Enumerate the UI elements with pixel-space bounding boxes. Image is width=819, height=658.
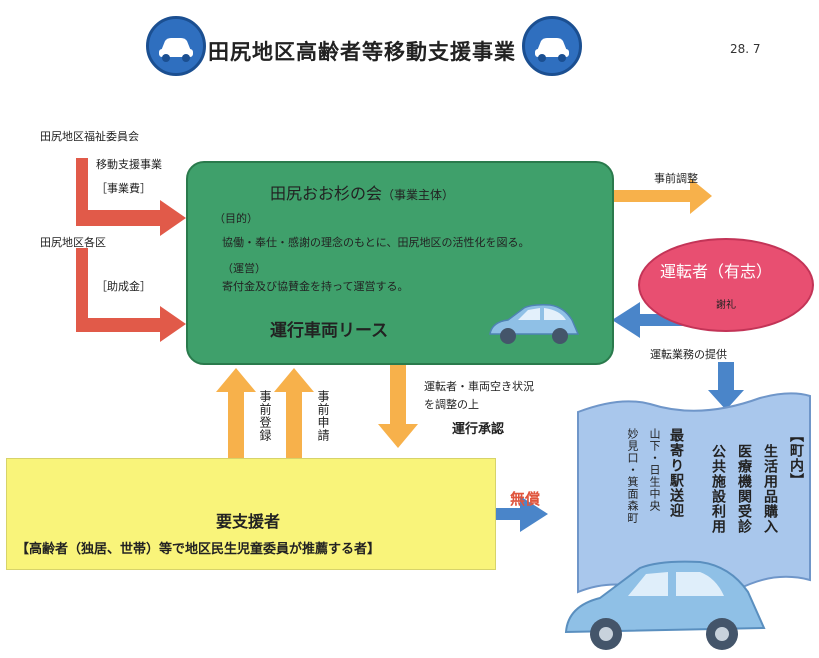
coordination-label-2: を調整の上 (424, 398, 479, 411)
coordination-label: 運転者・車両空き状況 (424, 380, 534, 393)
apply-arrow (274, 368, 314, 458)
advance-label: 事前調整 (654, 172, 698, 185)
free-label: 無償 (510, 490, 541, 508)
page-title: 田尻地区高齢者等移動支援事業 (208, 40, 516, 64)
destination-item: 最寄り駅送迎 (668, 428, 684, 518)
funding-arrow-1 (76, 158, 186, 236)
project-label: 移動支援事業 (96, 158, 162, 171)
purpose-heading: （目的） (214, 212, 258, 225)
advance-arrow (612, 178, 712, 214)
target-box (6, 458, 496, 570)
car-icon (159, 38, 193, 62)
destination-item: 公共施設利用 (710, 444, 726, 534)
approval-arrow (378, 364, 418, 448)
driver-reward: 謝礼 (716, 300, 736, 311)
car-icon (489, 304, 580, 344)
driver-ellipse (638, 238, 814, 332)
driving-service-label: 運転業務の提供 (650, 348, 727, 361)
destination-item: 医療機関受診 (736, 444, 752, 534)
destination-item: 生活用品購入 (762, 444, 778, 534)
station-item: 山下・日生中央 (648, 428, 661, 512)
ops-text: 寄付金及び協賛金を持って運営する。 (222, 280, 409, 293)
date: 28. 7 (730, 42, 761, 56)
org-title: 田尻おお杉の会（事業主体） (270, 180, 454, 204)
register-arrow (216, 368, 256, 458)
car-badge-right (522, 16, 582, 76)
pre-apply-label: 事前申請 (316, 390, 330, 442)
purpose-text: 協働・奉仕・感謝の理念のもとに、田尻地区の活性化を図る。 (222, 236, 530, 249)
target-title: 要支援者 (216, 512, 281, 531)
welfare-label: 田尻地区福祉委員会 (40, 130, 139, 143)
districts-label: 田尻地区各区 (40, 236, 106, 249)
project-fee-label: ［事業費］ (96, 182, 151, 195)
org-role: （事業主体） (382, 188, 455, 202)
pre-register-label: 事前登録 (258, 390, 272, 442)
org-name: 田尻おお杉の会 (270, 184, 383, 203)
car-icon (535, 38, 569, 62)
target-desc: 【高齢者（独居、世帯）等で地区民生児童委員が推薦する者】 (16, 542, 381, 557)
service-arrow (612, 302, 706, 338)
station-item: 妙見口・箕面森町 (626, 428, 639, 524)
ops-heading: （運営） (222, 262, 266, 275)
destination-heading: 【町内】 (788, 428, 804, 488)
car-icon (564, 560, 766, 650)
car-badge-left (146, 16, 206, 76)
subsidy-label: ［助成金］ (96, 280, 151, 293)
driver-down-arrow (708, 362, 744, 410)
funding-arrow-2 (76, 248, 186, 342)
lease-label: 運行車両リース (270, 321, 389, 341)
approval-label: 運行承認 (452, 422, 505, 437)
driver-title: 運転者（有志） (660, 262, 773, 281)
